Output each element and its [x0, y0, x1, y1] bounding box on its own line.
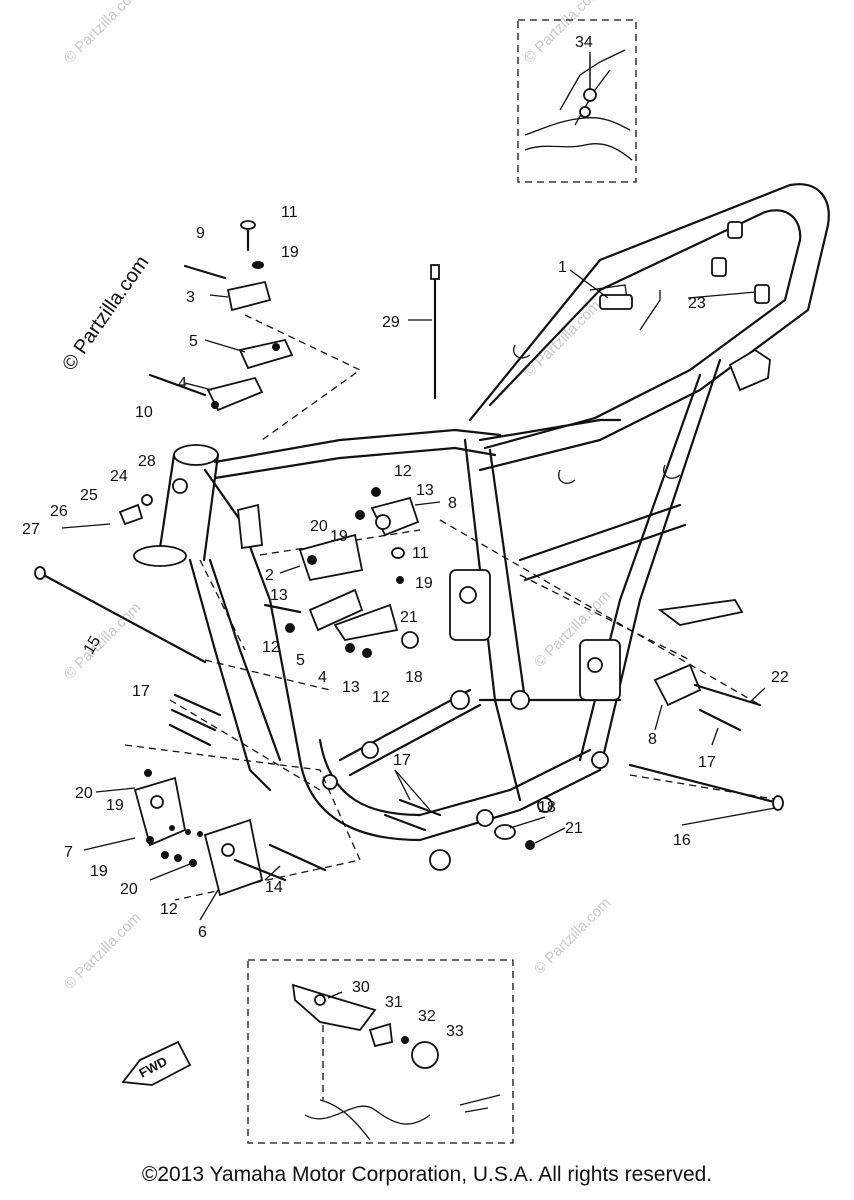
guide-lines	[124, 314, 781, 901]
callout: 16	[673, 832, 691, 849]
copyright-notice: ©2013 Yamaha Motor Corporation, U.S.A. A…	[141, 1163, 713, 1186]
inset-bottom	[247, 959, 514, 1144]
callout: 30	[352, 979, 370, 996]
inset-top	[517, 19, 637, 183]
callout: 17	[393, 752, 411, 769]
callout: 18	[538, 799, 556, 816]
callout: 31	[385, 994, 403, 1011]
callout: 5	[296, 652, 305, 669]
callout: 12	[262, 639, 280, 656]
callout: 12	[160, 901, 178, 918]
callout: 2	[265, 567, 274, 584]
callout: 29	[382, 314, 400, 331]
main-frame	[133, 183, 830, 871]
watermark: © Partzilla.com	[521, 297, 604, 380]
callout: 17	[132, 683, 150, 700]
callout: 5	[189, 333, 198, 350]
callout: 3	[186, 289, 195, 306]
callout: 25	[80, 487, 98, 504]
callout: 9	[196, 225, 205, 242]
loose-parts	[34, 220, 784, 897]
leader-lines	[61, 52, 776, 999]
callout: 8	[448, 495, 457, 512]
watermark: © Partzilla.com	[61, 0, 144, 67]
callout: 12	[372, 689, 390, 706]
callout: 26	[50, 503, 68, 520]
callout: 13	[416, 482, 434, 499]
watermark: © Partzilla.com	[58, 252, 153, 375]
callout: 21	[565, 820, 583, 837]
callout: 20	[75, 785, 93, 802]
callout: 24	[110, 468, 128, 485]
callout: 7	[64, 844, 73, 861]
callout: 27	[22, 521, 40, 538]
callout: 23	[688, 295, 706, 312]
callout: 4	[178, 375, 187, 392]
callout: 11	[412, 545, 429, 562]
callout: 4	[318, 669, 327, 686]
callout: 19	[90, 863, 108, 880]
callout: 33	[446, 1023, 464, 1040]
callout: 18	[405, 669, 423, 686]
callout: 20	[120, 881, 138, 898]
callout: 13	[270, 587, 288, 604]
callout: 19	[106, 797, 124, 814]
callout: 8	[648, 731, 657, 748]
callout-numbers: 34 11 9 19 3 5 4 10 1 23 29 28 24 25 26 …	[22, 34, 789, 1040]
callout: 19	[330, 528, 348, 545]
callout: 10	[135, 404, 153, 421]
fwd-arrow: FWD	[121, 1040, 192, 1086]
callout: 34	[575, 34, 593, 51]
callout: 6	[198, 924, 207, 941]
callout: 19	[415, 575, 433, 592]
callout: 1	[558, 259, 567, 276]
callout: 17	[698, 754, 716, 771]
callout: 21	[400, 609, 418, 626]
callout: 14	[265, 879, 283, 896]
callout: 32	[418, 1008, 436, 1025]
callout: 11	[281, 204, 298, 221]
callout: 13	[342, 679, 360, 696]
callout: 22	[771, 669, 789, 686]
callout: 12	[394, 463, 412, 480]
callout: 20	[310, 518, 328, 535]
callout: 19	[281, 244, 299, 261]
watermark: © Partzilla.com	[61, 909, 144, 992]
callout: 15	[81, 633, 105, 657]
watermark: © Partzilla.com	[531, 894, 614, 977]
callout: 28	[138, 453, 156, 470]
